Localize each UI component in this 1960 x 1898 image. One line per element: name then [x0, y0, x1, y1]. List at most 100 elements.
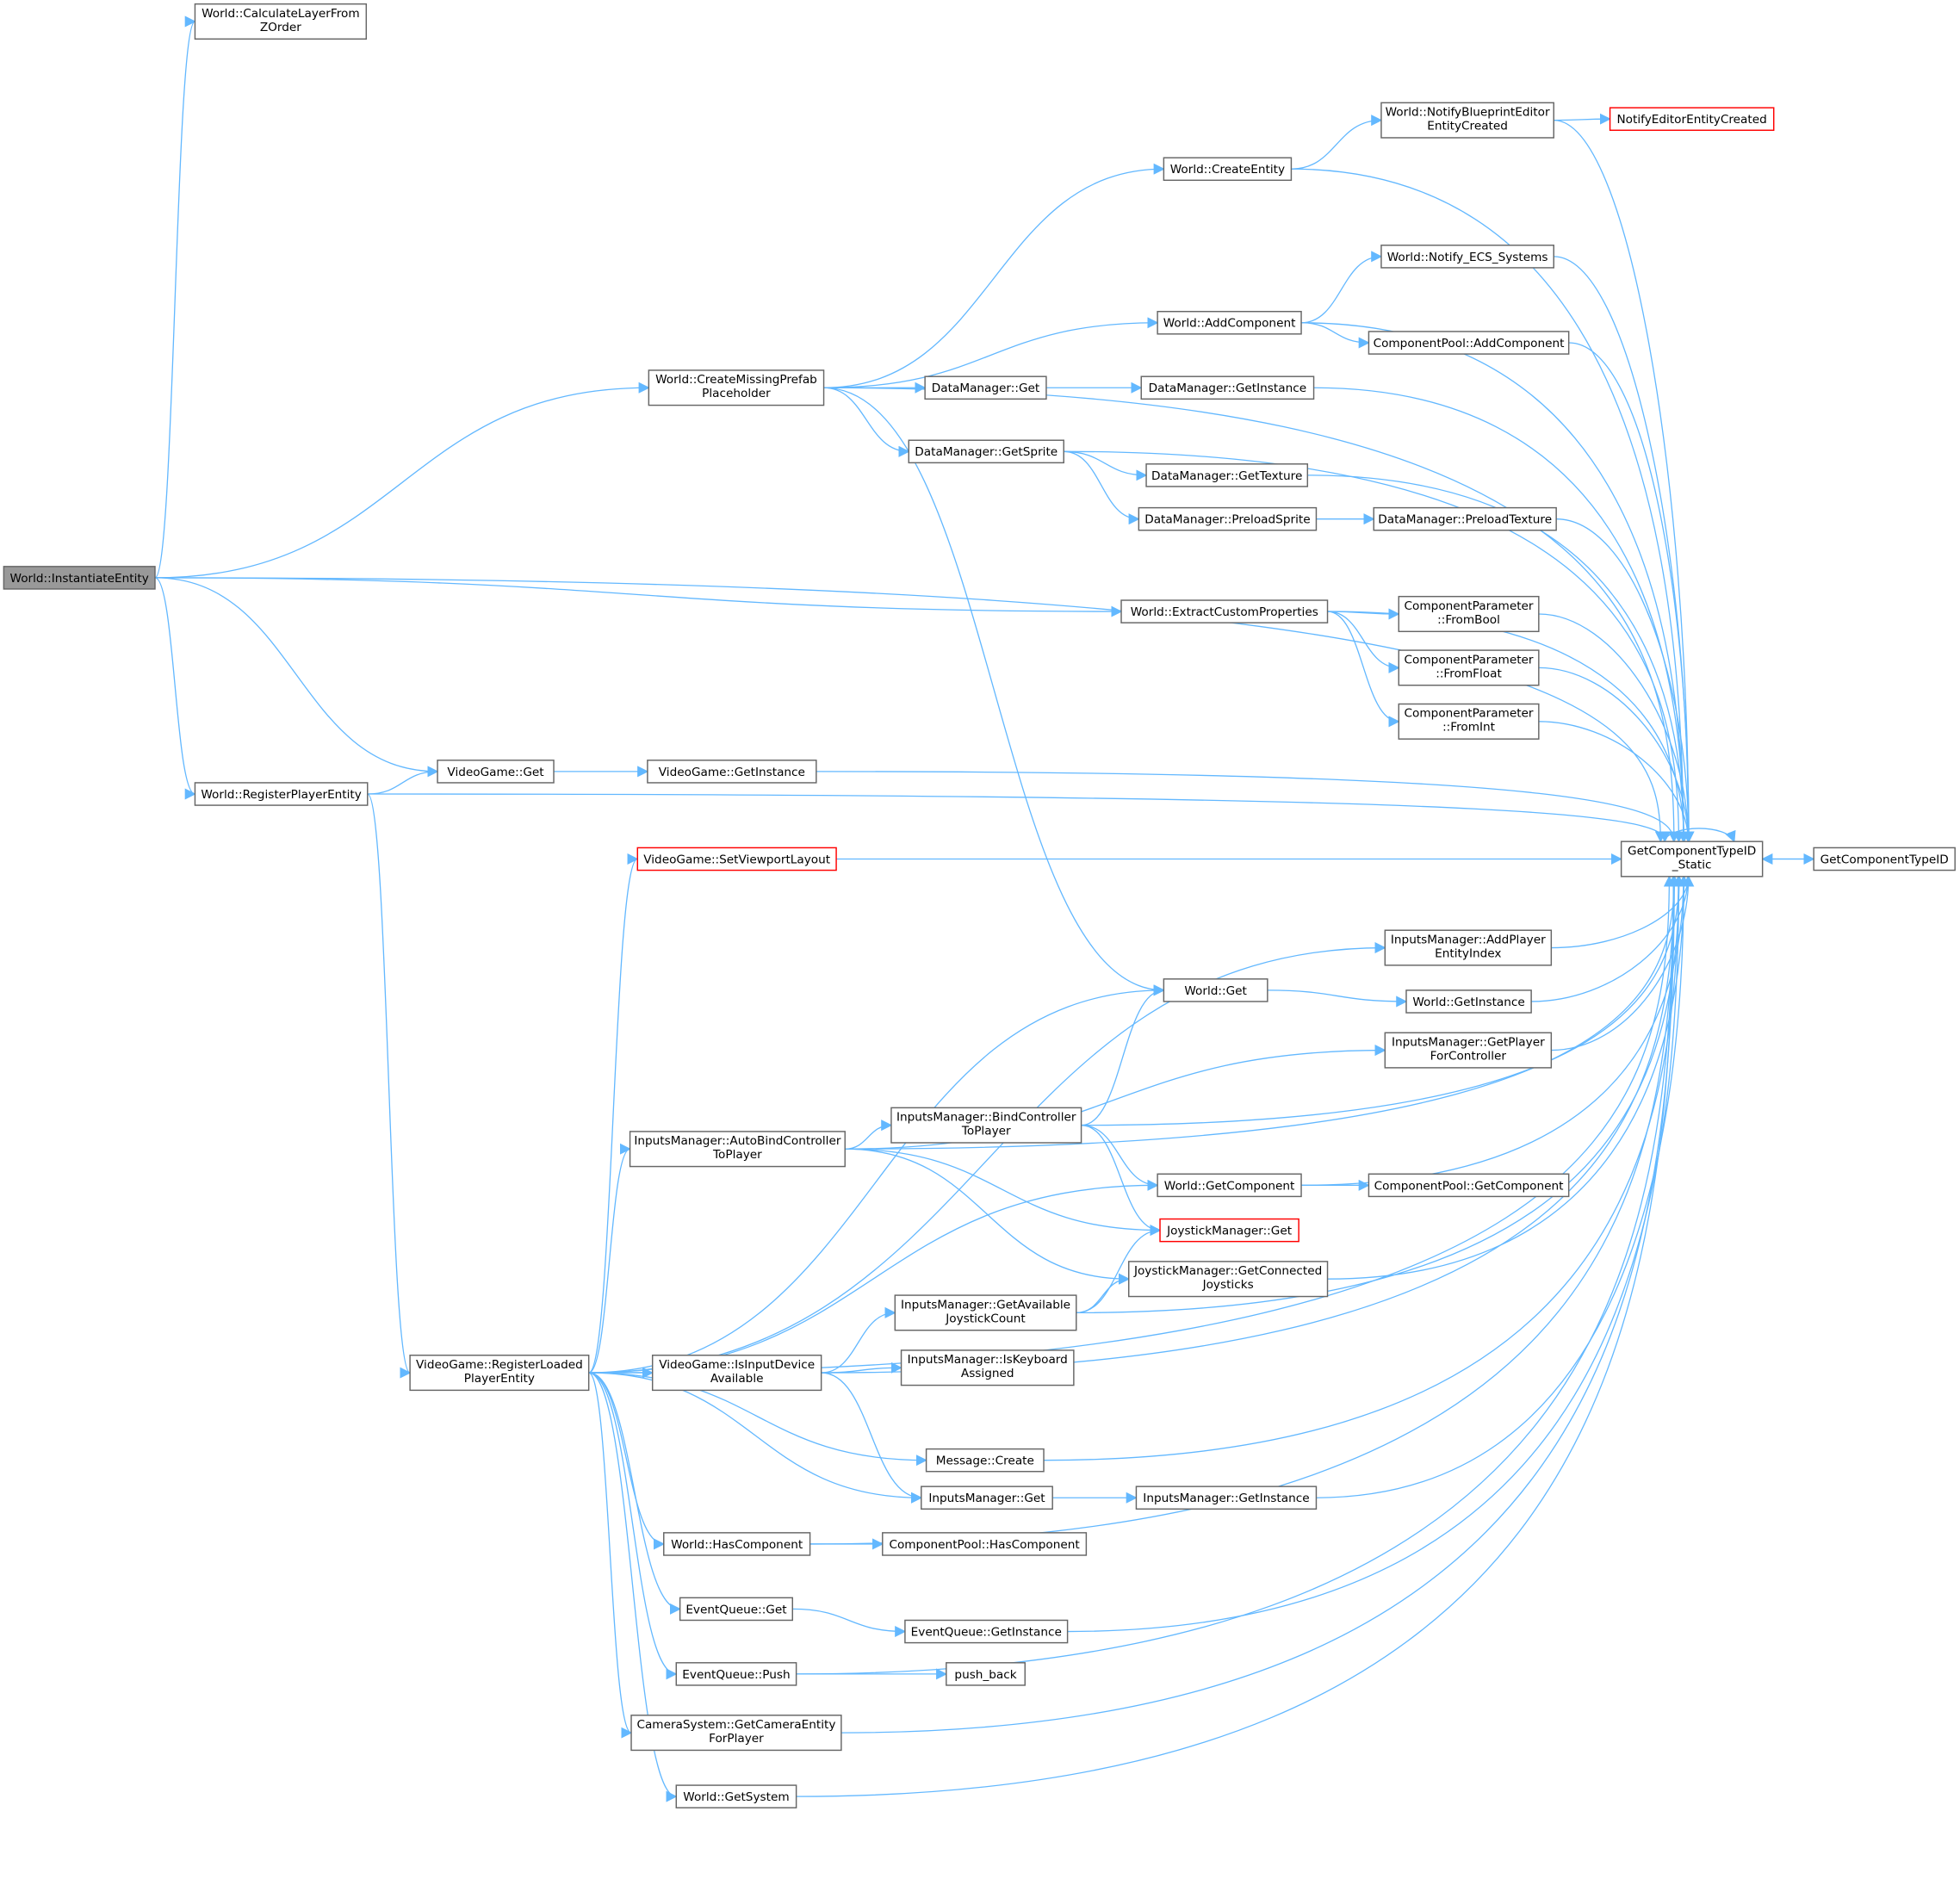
node-eqGet[interactable]: EventQueue::Get	[679, 1597, 793, 1622]
node-box[interactable]	[908, 439, 1064, 464]
node-box[interactable]	[890, 1107, 1082, 1144]
node-hasComponent[interactable]: World::HasComponent	[663, 1532, 811, 1556]
node-dmGetInstance[interactable]: DataManager::GetInstance	[1140, 375, 1315, 400]
node-box[interactable]	[900, 1349, 1075, 1386]
node-box[interactable]	[1384, 1032, 1553, 1069]
node-box[interactable]	[1128, 1261, 1329, 1298]
node-notifyBP[interactable]: World::NotifyBlueprintEditorEntityCreate…	[1380, 102, 1554, 139]
node-box[interactable]	[1609, 107, 1775, 131]
node-box[interactable]	[1163, 157, 1293, 182]
node-vgGetInstance[interactable]: VideoGame::GetInstance	[647, 760, 817, 784]
node-getCTID[interactable]: GetComponentTypeID	[1813, 847, 1956, 871]
node-box[interactable]	[1120, 599, 1329, 623]
node-box[interactable]	[636, 847, 837, 871]
node-getComponent[interactable]: World::GetComponent	[1157, 1173, 1302, 1198]
node-box[interactable]	[194, 782, 369, 806]
node-poolAdd[interactable]: ComponentPool::AddComponent	[1368, 331, 1570, 355]
node-box[interactable]	[1813, 847, 1956, 871]
node-box[interactable]	[651, 1355, 822, 1392]
node-extractCustom[interactable]: World::ExtractCustomProperties	[1120, 599, 1329, 623]
node-box[interactable]	[1398, 649, 1540, 686]
node-box[interactable]	[1157, 1173, 1302, 1198]
node-dmGetTexture[interactable]: DataManager::GetTexture	[1145, 463, 1309, 487]
node-box[interactable]	[1368, 1173, 1570, 1198]
node-box[interactable]	[921, 1486, 1053, 1510]
node-createEntity[interactable]: World::CreateEntity	[1163, 157, 1293, 182]
node-eqPush[interactable]: EventQueue::Push	[675, 1662, 797, 1686]
node-msgCreate[interactable]: Message::Create	[925, 1448, 1045, 1473]
node-imGetInstance[interactable]: InputsManager::GetInstance	[1135, 1486, 1318, 1510]
node-box[interactable]	[946, 1662, 1026, 1686]
node-box[interactable]	[3, 566, 156, 590]
node-box[interactable]	[679, 1597, 793, 1622]
node-fromInt[interactable]: ComponentParameter::FromInt	[1398, 703, 1540, 740]
node-box[interactable]	[904, 1619, 1069, 1644]
node-box[interactable]	[648, 369, 825, 406]
node-eqGetInstance[interactable]: EventQueue::GetInstance	[904, 1619, 1069, 1644]
node-box[interactable]	[1135, 1486, 1318, 1510]
node-box[interactable]	[647, 760, 817, 784]
node-box[interactable]	[629, 1131, 846, 1168]
node-dmGet[interactable]: DataManager::Get	[924, 375, 1047, 400]
node-fromBool[interactable]: ComponentParameter::FromBool	[1398, 595, 1540, 633]
node-box[interactable]	[437, 760, 555, 784]
node-box[interactable]	[630, 1715, 842, 1752]
node-notifyEditor[interactable]: NotifyEditorEntityCreated	[1609, 107, 1775, 131]
node-dmGetSprite[interactable]: DataManager::GetSprite	[908, 439, 1064, 464]
node-box[interactable]	[1138, 506, 1318, 531]
node-instantiate[interactable]: World::InstantiateEntity	[3, 566, 156, 590]
node-worldGetInstance[interactable]: World::GetInstance	[1405, 989, 1532, 1014]
node-setViewport[interactable]: VideoGame::SetViewportLayout	[636, 847, 837, 871]
node-fromFloat[interactable]: ComponentParameter::FromFloat	[1398, 649, 1540, 686]
node-box[interactable]	[1159, 1218, 1299, 1243]
node-imGet[interactable]: InputsManager::Get	[921, 1486, 1053, 1510]
node-static[interactable]: GetComponentTypeID_Static	[1620, 840, 1764, 878]
node-box[interactable]	[1140, 375, 1315, 400]
node-box[interactable]	[409, 1355, 590, 1392]
node-box[interactable]	[894, 1294, 1077, 1331]
node-box[interactable]	[1380, 245, 1554, 269]
node-autoBind[interactable]: InputsManager::AutoBindControllerToPlaye…	[629, 1131, 846, 1168]
node-box[interactable]	[1157, 310, 1302, 335]
node-box[interactable]	[1398, 703, 1540, 740]
node-box[interactable]	[1380, 102, 1554, 139]
node-poolHas[interactable]: ComponentPool::HasComponent	[882, 1532, 1088, 1556]
node-box[interactable]	[675, 1662, 797, 1686]
node-joyGet[interactable]: JoystickManager::Get	[1159, 1218, 1299, 1243]
node-box[interactable]	[1620, 840, 1764, 878]
node-box[interactable]	[1145, 463, 1309, 487]
node-box[interactable]	[882, 1532, 1088, 1556]
node-poolGetComp[interactable]: ComponentPool::GetComponent	[1368, 1173, 1570, 1198]
node-box[interactable]	[194, 3, 368, 40]
node-registerPlayer[interactable]: World::RegisterPlayerEntity	[194, 782, 369, 806]
node-getSystem[interactable]: World::GetSystem	[675, 1784, 797, 1808]
node-box[interactable]	[1384, 929, 1553, 966]
node-box[interactable]	[675, 1784, 797, 1808]
node-box[interactable]	[1163, 978, 1268, 1002]
node-pushBack[interactable]: push_back	[946, 1662, 1026, 1686]
node-box[interactable]	[1398, 595, 1540, 633]
node-dmPreloadTexture[interactable]: DataManager::PreloadTexture	[1373, 506, 1557, 531]
node-addComponent[interactable]: World::AddComponent	[1157, 310, 1302, 335]
node-box[interactable]	[1405, 989, 1532, 1014]
node-dmPreloadSprite[interactable]: DataManager::PreloadSprite	[1138, 506, 1318, 531]
node-box[interactable]	[925, 1448, 1045, 1473]
node-box[interactable]	[924, 375, 1047, 400]
node-worldGet[interactable]: World::Get	[1163, 978, 1268, 1002]
node-notifyECS[interactable]: World::Notify_ECS_Systems	[1380, 245, 1554, 269]
node-box[interactable]	[1368, 331, 1570, 355]
node-box[interactable]	[1373, 506, 1557, 531]
node-vgGet[interactable]: VideoGame::Get	[437, 760, 555, 784]
node-box[interactable]	[663, 1532, 811, 1556]
